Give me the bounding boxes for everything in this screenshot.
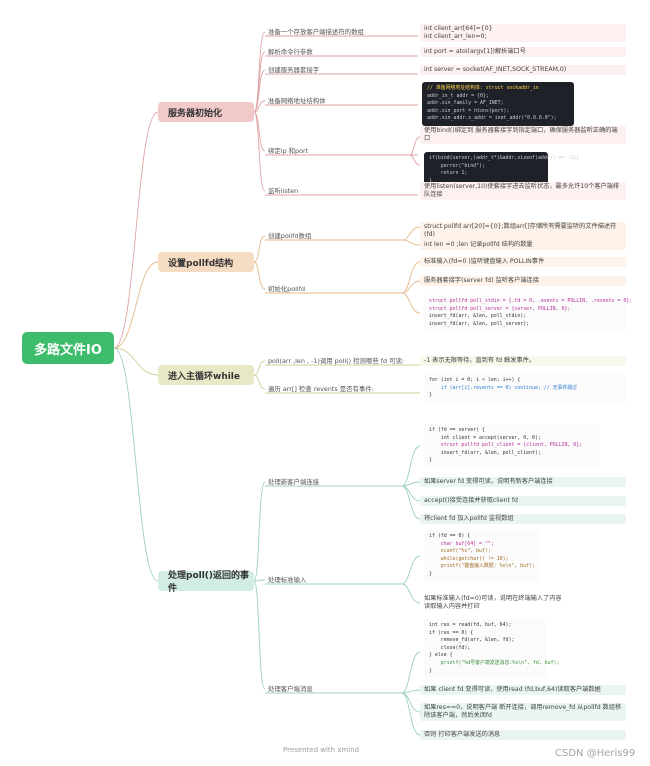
code-line: printf("%d号客户端发送消息:%s\n", fd, buf); xyxy=(429,659,560,666)
subtopic-client-array[interactable]: 准备一个存放客户端描述符的数组 xyxy=(268,28,364,36)
leaf-server-watch: 服务器套接字(server fd) 监听客户端连接 xyxy=(420,276,626,286)
root-topic[interactable]: 多路文件IO xyxy=(22,332,114,364)
subtopic-create-socket[interactable]: 创建服务器套接字 xyxy=(268,66,320,74)
code-line: addr.sin_port = htons(port); xyxy=(427,107,510,114)
leaf-accept: accept()接受连接并获取client fd xyxy=(420,496,626,506)
subtopic-stdin[interactable]: 处理标准输入 xyxy=(268,576,307,584)
watermark: CSDN @Heris99 xyxy=(555,748,636,759)
code-line: if (arr[i].revents == 0) continue; // 无事… xyxy=(429,384,578,391)
leaf-print-message: 否则 打印客户端发送的消息 xyxy=(420,730,626,740)
code-line: } xyxy=(429,570,432,577)
code-line: addr.sin_family = AF_INET; xyxy=(427,100,504,107)
code-line: scanf("%s", buf); xyxy=(429,548,491,555)
code-line: struct pollfd poll_client = {client, POL… xyxy=(429,442,583,449)
code-line: insert_fd(arr, &len, poll_server); xyxy=(429,320,530,327)
code-line: insert_fd(arr, &len, poll_client); xyxy=(429,449,541,456)
leaf-listen: 使用listen(server,10)使套接字进去监听状态，最多允许10个客户端… xyxy=(420,182,626,200)
code-line: if (res == 0) { xyxy=(429,629,474,636)
code-init-pollfd: struct pollfd poll_stdin = {.fd = 0, .ev… xyxy=(424,295,632,332)
leaf-client-array: int client_arr[64]={0} int client_arr_le… xyxy=(420,24,626,42)
subtopic-parse-args[interactable]: 解析命令行参数 xyxy=(268,48,313,56)
code-line: addr_in_t addr = {0}; xyxy=(427,92,489,99)
code-line: return 1; xyxy=(429,170,468,177)
leaf-add-client: 将client fd 加入pollfd 监视数组 xyxy=(420,514,626,524)
code-line: printf("键盘输入数据: %s\n", buf); xyxy=(429,563,535,570)
code-line: } xyxy=(429,667,432,674)
leaf-create-socket: int server = socket(AF_INET,SOCK_STREAM,… xyxy=(420,65,626,75)
code-line: if(bind(server,(addr_t*)&addr,sizeof(add… xyxy=(429,155,580,161)
code-line: } xyxy=(429,392,432,399)
code-line: } xyxy=(429,177,432,184)
code-read-client: int res = read(fd, buf, 64); if (res == … xyxy=(424,619,559,679)
code-line: remove_fd(arr, &len, fd); xyxy=(429,637,515,644)
topic-handle-events[interactable]: 处理poll()返回的事件 xyxy=(158,571,254,594)
code-line: if (fd == 0) { xyxy=(429,533,471,539)
subtopic-new-client[interactable]: 处理新客户端连接 xyxy=(268,478,320,486)
leaf-stdin-watch: 标准输入(fd=0 )监听键盘输入 POLLIN事件 xyxy=(420,257,626,267)
code-line: struct pollfd poll_stdin = {.fd = 0, .ev… xyxy=(429,298,633,304)
code-line: close(fd); xyxy=(429,644,471,651)
leaf-poll-infinite: -1 表示无限等待，直到有 fd 触发事件。 xyxy=(420,356,626,366)
code-accept: if (fd == server) { int client = accept(… xyxy=(424,424,600,468)
code-line: } else { xyxy=(429,652,453,659)
subtopic-listen[interactable]: 监听listen xyxy=(268,187,299,195)
leaf-client-disconnect: 如果res==0，说明客户端 断开连接，调用remove_fd 从pollfd … xyxy=(420,703,626,721)
code-line: perror("bind"); xyxy=(429,162,485,169)
code-line: char buf[64] = ""; xyxy=(429,540,494,547)
code-stdin: if (fd == 0) { char buf[64] = ""; scanf(… xyxy=(424,530,540,582)
topic-pollfd-setup[interactable]: 设置pollfd结构 xyxy=(158,252,254,272)
code-comment: // 准备网络地址结构体: struct sockaddr_in xyxy=(427,85,539,91)
subtopic-addr-struct[interactable]: 准备网络地址结构体 xyxy=(268,97,326,105)
code-line: for (int i = 0; i < len; i++) { xyxy=(429,377,521,383)
code-line: struct pollfd poll_server = {server, POL… xyxy=(429,305,571,312)
topic-server-init[interactable]: 服务器初始化 xyxy=(158,102,254,122)
leaf-pollfd-array: struct pollfd arr[20]={0};数组arr[]存储所有需要监… xyxy=(420,222,626,240)
footer-credit: Presented with xmind xyxy=(283,746,360,754)
code-iterate: for (int i = 0; i < len; i++) { if (arr[… xyxy=(424,374,626,403)
subtopic-poll-call[interactable]: poll(arr ,len , -1)调用 poll() 检测哪些 fd 可读: xyxy=(268,357,405,365)
code-line: } xyxy=(429,457,432,464)
leaf-stdin-readable: 如果标准输入(fd=0)可读，说明在终端输入了内容 读取输入内容并打印 xyxy=(420,594,626,612)
leaf-bind-desc: 使用bind()绑定到 服务器套接字到指定端口，确保服务器监听正确的端口 xyxy=(420,126,626,144)
code-line: addr.sin_addr.s_addr = inet_addr("0.0.0.… xyxy=(427,115,557,122)
subtopic-bind[interactable]: 绑定ip 和port xyxy=(268,147,309,155)
code-line: int client = accept(server, 0, 0); xyxy=(429,434,541,441)
code-line: while(getchar() != 10); xyxy=(429,555,509,562)
subtopic-iterate-revents[interactable]: 遍历 arr[] 检查 revents 是否有事件: xyxy=(268,385,374,393)
leaf-pollfd-len: int len =0 ;len 记录pollfd 结构的数量 xyxy=(420,240,626,250)
code-line: if (fd == server) { xyxy=(429,427,485,433)
subtopic-create-pollfd[interactable]: 创建pollfd数组 xyxy=(268,232,312,240)
leaf-client-readable: 如果 client fd 变得可读，使用read (fd,buf,64)读取客户… xyxy=(420,685,626,695)
code-line: int res = read(fd, buf, 64); xyxy=(429,622,512,628)
subtopic-client-message[interactable]: 处理客户端消息 xyxy=(268,685,313,693)
subtopic-init-pollfd[interactable]: 初始化pollfd xyxy=(268,285,305,293)
code-line: insert_fd(arr, &len, poll_stdin); xyxy=(429,313,527,320)
topic-main-loop[interactable]: 进入主循环while xyxy=(158,365,254,385)
leaf-server-readable: 如果server fd 变得可读，说明有新客户端连接 xyxy=(420,477,626,487)
leaf-parse-args: int port = atoi(argv[1])解析端口号 xyxy=(420,47,626,57)
code-addr-struct: // 准备网络地址结构体: struct sockaddr_in addr_in… xyxy=(422,82,574,126)
